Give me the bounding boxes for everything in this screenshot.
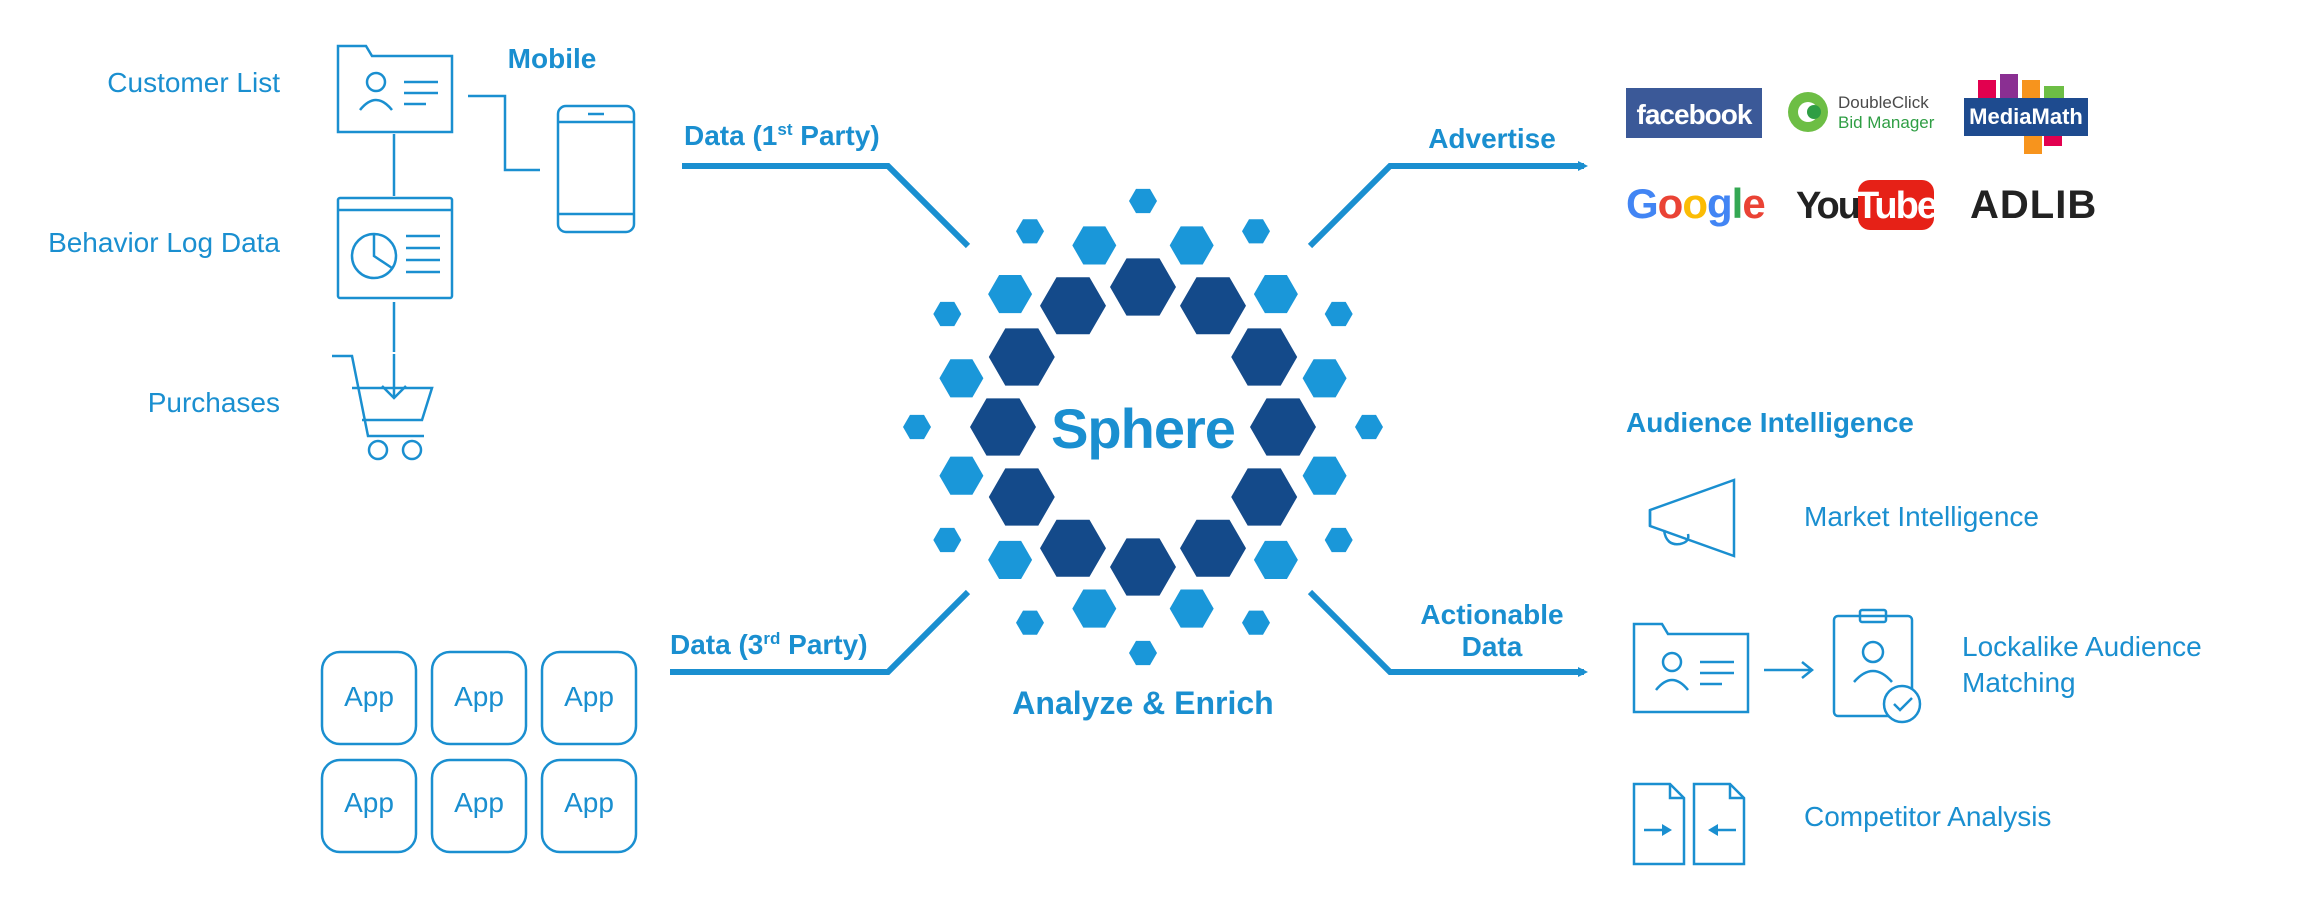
app-tile[interactable]: App [430,758,528,854]
hexagon [1242,219,1270,244]
app-tile-label: App [344,787,394,818]
hexagon [1324,301,1353,327]
app-tile-label: App [454,681,504,712]
flow-lines [670,161,1588,677]
youtube-logo: You Tube [1796,180,1939,230]
folder-profile-icon [1632,622,1750,714]
hexagon [1016,610,1044,635]
mobile-label: Mobile [508,43,597,74]
hexagon [1169,226,1214,265]
svg-text:You: You [1796,185,1859,227]
hexagon [1040,277,1106,335]
third-party-label: Data (3rd Party) [670,629,868,660]
google-logo: Google [1626,180,1765,227]
first-party-line [682,163,971,249]
behavior-log-icon [336,196,454,300]
customer-folder-icon [336,44,454,134]
hexagon [1040,519,1106,577]
app-tile[interactable]: App [540,758,638,854]
audience-intelligence: Audience Intelligence Market Intelligenc… [1626,407,2202,866]
hexagon [1129,188,1157,214]
source-connectors [392,94,540,352]
mobile-phone-icon [556,104,636,234]
facebook-logo: facebook [1626,88,1762,138]
hexagon [1072,589,1117,628]
verified-profile-icon [1832,608,1922,724]
hexagon [1242,610,1270,635]
doubleclick-logo: DoubleClick Bid Manager [1788,92,1935,132]
mediamath-logo: MediaMath [1964,74,2088,154]
app-tile-label: App [454,787,504,818]
hexagon [1169,589,1214,628]
app-tile-label: App [344,681,394,712]
app-tile[interactable]: App [540,650,638,746]
third-party-line [670,589,971,675]
advertise-line [1307,161,1588,249]
hexagon [1231,468,1298,526]
audience-intelligence-heading: Audience Intelligence [1626,407,1914,438]
app-tile[interactable]: App [320,650,418,746]
hexagon [1180,277,1246,335]
hexagon [988,468,1055,526]
purchases-label: Purchases [148,387,280,418]
hexagon [1302,359,1347,398]
actionable-data-label-line1: Actionable [1420,599,1563,630]
adlib-logo: ADLIB [1970,183,2097,227]
compare-documents-icon [1632,782,1746,866]
hexagon [988,275,1033,314]
hexagon [1072,226,1117,265]
hexagon [1231,328,1298,386]
megaphone-icon [1648,478,1736,558]
exchange-arrows-icon [1644,824,1736,836]
hexagon [1324,527,1353,553]
hexagon [939,456,984,495]
app-grid: App App App App App App [320,650,638,854]
analyze-enrich-caption: Analyze & Enrich [1012,685,1273,721]
hexagon [1302,456,1347,495]
shopping-cart-icon [332,354,434,461]
svg-text:MediaMath: MediaMath [1969,104,2083,129]
hexagon [903,414,931,440]
svg-text:Bid Manager: Bid Manager [1838,113,1935,132]
hexagon [1250,398,1316,456]
lookalike-label-line1: Lockalike Audience [1962,631,2202,662]
hexagon [933,527,962,553]
svg-text:facebook: facebook [1637,99,1753,130]
hexagon [1110,538,1176,596]
hexagon [1180,519,1246,577]
svg-text:Tube: Tube [1856,185,1937,227]
hexagon [988,328,1055,386]
hexagon [1110,258,1176,316]
hexagon [1253,275,1298,314]
svg-text:DoubleClick: DoubleClick [1838,93,1929,112]
hexagon [939,359,984,398]
ad-partner-logos: facebook DoubleClick Bid Manager MediaMa… [1626,74,2097,230]
customer-list-label: Customer List [107,67,280,98]
hexagon [970,398,1036,456]
arrow-right-icon [1764,661,1815,679]
sphere-hexagon-ring [903,188,1383,666]
app-tile[interactable]: App [430,650,528,746]
app-tile-label: App [564,787,614,818]
app-tile[interactable]: App [320,758,418,854]
first-party-label: Data (1st Party) [684,120,880,151]
advertise-label: Advertise [1428,123,1556,154]
hexagon [1253,540,1298,579]
app-tile-label: App [564,681,614,712]
hexagon [988,540,1033,579]
lookalike-label-line2: Matching [1962,667,2076,698]
behavior-log-label: Behavior Log Data [48,227,280,258]
actionable-data-label-line2: Data [1462,631,1523,662]
hexagon [1016,219,1044,244]
actionable-data-line [1307,589,1588,677]
sphere-logo-text: Sphere [1051,397,1235,460]
competitor-analysis-label: Competitor Analysis [1804,801,2051,832]
hexagon [933,301,962,327]
hexagon [1355,414,1383,440]
market-intelligence-label: Market Intelligence [1804,501,2039,532]
hexagon [1129,640,1157,666]
data-sources: Customer List Behavior Log Data Purchase… [48,43,638,854]
